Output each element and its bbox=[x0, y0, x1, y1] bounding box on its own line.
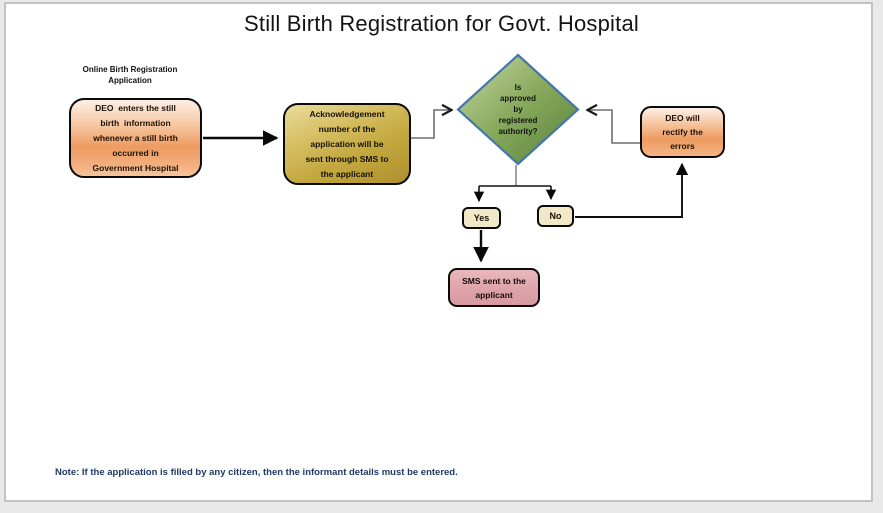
sms-text-line-2: applicant bbox=[475, 289, 513, 300]
flow-node-acknowledgement: Acknowledgement number of the applicatio… bbox=[283, 103, 411, 185]
start-text-line-1: DEO enters the still bbox=[95, 102, 176, 113]
start-text-line-2: birth information bbox=[100, 117, 171, 128]
decision-text-line-2: approved bbox=[499, 94, 536, 103]
ack-text-line-3: application will be bbox=[310, 138, 384, 149]
rectify-text-line-3: errors bbox=[670, 141, 695, 151]
canvas-frame bbox=[4, 2, 873, 502]
start-text-line-5: Government Hospital bbox=[92, 162, 179, 173]
start-text-line-3: whenever a still birth bbox=[93, 132, 178, 143]
no-label: No bbox=[549, 211, 562, 221]
start-annotation-line-2: Application bbox=[108, 76, 152, 85]
ack-text-line-4: sent through SMS to bbox=[305, 153, 389, 164]
decision-text-line-3: by bbox=[513, 105, 523, 114]
ack-text-line-5: the applicant bbox=[320, 168, 374, 179]
flow-node-no: No bbox=[537, 205, 574, 227]
yes-label: Yes bbox=[473, 213, 490, 223]
flow-node-start: DEO enters the still birth information w… bbox=[69, 98, 202, 178]
decision-text-line-1: Is bbox=[514, 83, 522, 92]
rectify-text-line-2: rectify the bbox=[662, 127, 703, 137]
decision-text-line-4: registered bbox=[498, 116, 538, 125]
decision-text: Is approved by registered authority? bbox=[456, 53, 580, 166]
flow-node-sms: SMS sent to the applicant bbox=[448, 268, 540, 307]
flow-node-rectify: DEO will rectify the errors bbox=[640, 106, 725, 158]
diagram-title: Still Birth Registration for Govt. Hospi… bbox=[244, 11, 639, 36]
decision-diamond-shape bbox=[456, 53, 580, 166]
start-annotation-line-1: Online Birth Registration bbox=[82, 65, 178, 74]
ack-text-line-2: number of the bbox=[318, 123, 376, 134]
flow-node-yes: Yes bbox=[462, 207, 501, 229]
footnote: Note: If the application is filled by an… bbox=[55, 467, 458, 478]
start-text-line-4: occurred in bbox=[112, 147, 159, 158]
rectify-text-line-1: DEO will bbox=[665, 113, 700, 123]
sms-text-line-1: SMS sent to the bbox=[462, 275, 526, 286]
decision-text-line-5: authority? bbox=[498, 127, 538, 136]
ack-text-line-1: Acknowledgement bbox=[309, 108, 385, 119]
flow-node-decision: Is approved by registered authority? bbox=[456, 53, 580, 166]
start-annotation: Online Birth Registration Application bbox=[60, 64, 200, 86]
